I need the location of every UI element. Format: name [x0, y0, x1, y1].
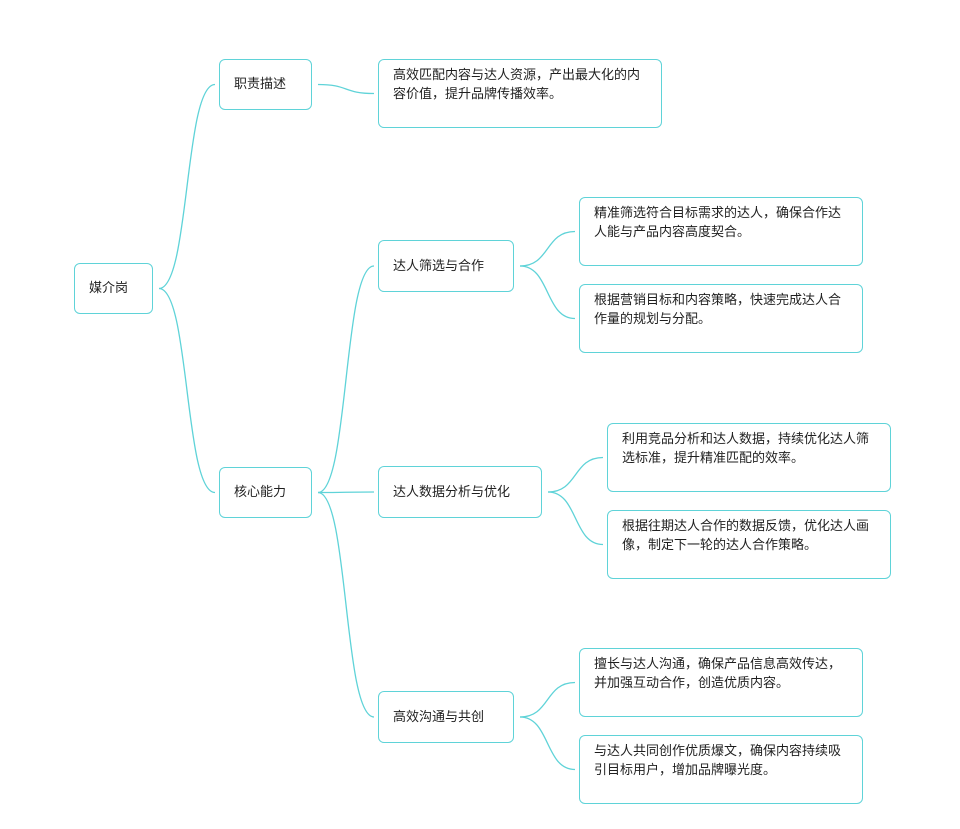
connector-core-to-comm — [317, 491, 375, 718]
detail-node-screening-1[interactable]: 精准筛选符合目标需求的达人，确保合作达人能与产品内容高度契合。 — [579, 197, 863, 266]
connector-comm-to-comm-2 — [519, 716, 576, 771]
subbranch-node-label: 高效沟通与共创 — [393, 709, 485, 725]
detail-node-communication-1[interactable]: 擅长与达人沟通，确保产品信息高效传达，并加强互动合作，创造优质内容。 — [579, 648, 863, 717]
root-node[interactable]: 媒介岗 — [74, 263, 153, 314]
detail-node-text: 根据营销目标和内容策略，快速完成达人合作量的规划与分配。 — [594, 293, 842, 327]
duty-description-text: 高效匹配内容与达人资源，产出最大化的内容价值，提升品牌传播效率。 — [393, 68, 641, 102]
connector-analysis-to-analysis-2 — [547, 491, 604, 546]
connector-root-to-duty — [158, 83, 216, 290]
detail-node-text: 擅长与达人沟通，确保产品信息高效传达，并加强互动合作，创造优质内容。 — [594, 657, 842, 691]
branch-node-duty[interactable]: 职责描述 — [219, 59, 312, 110]
subbranch-node-label: 达人数据分析与优化 — [393, 484, 511, 500]
detail-node-text: 精准筛选符合目标需求的达人，确保合作达人能与产品内容高度契合。 — [594, 206, 842, 240]
branch-node-label: 职责描述 — [234, 77, 287, 92]
connector-core-to-analysis — [317, 491, 375, 494]
subbranch-node-screening[interactable]: 达人筛选与合作 — [378, 240, 514, 292]
detail-node-communication-2[interactable]: 与达人共同创作优质爆文，确保内容持续吸引目标用户，增加品牌曝光度。 — [579, 735, 863, 804]
branch-node-label: 核心能力 — [234, 485, 287, 500]
connector-root-to-core — [158, 287, 216, 494]
detail-node-text: 利用竞品分析和达人数据，持续优化达人筛选标准，提升精准匹配的效率。 — [622, 432, 870, 466]
connector-analysis-to-analysis-1 — [547, 456, 604, 493]
connector-comm-to-comm-1 — [519, 681, 576, 718]
connector-duty-to-duty-desc — [317, 83, 375, 95]
detail-node-text: 根据往期达人合作的数据反馈，优化达人画像，制定下一轮的达人合作策略。 — [622, 519, 870, 553]
subbranch-node-communication[interactable]: 高效沟通与共创 — [378, 691, 514, 743]
connector-core-to-screening — [317, 265, 375, 494]
duty-description-node[interactable]: 高效匹配内容与达人资源，产出最大化的内容价值，提升品牌传播效率。 — [378, 59, 662, 128]
connector-screening-to-screening-2 — [519, 265, 576, 320]
connector-screening-to-screening-1 — [519, 230, 576, 267]
subbranch-node-analysis[interactable]: 达人数据分析与优化 — [378, 466, 542, 518]
detail-node-analysis-1[interactable]: 利用竞品分析和达人数据，持续优化达人筛选标准，提升精准匹配的效率。 — [607, 423, 891, 492]
branch-node-core[interactable]: 核心能力 — [219, 467, 312, 518]
detail-node-text: 与达人共同创作优质爆文，确保内容持续吸引目标用户，增加品牌曝光度。 — [594, 744, 842, 778]
detail-node-analysis-2[interactable]: 根据往期达人合作的数据反馈，优化达人画像，制定下一轮的达人合作策略。 — [607, 510, 891, 579]
detail-node-screening-2[interactable]: 根据营销目标和内容策略，快速完成达人合作量的规划与分配。 — [579, 284, 863, 353]
root-node-label: 媒介岗 — [89, 281, 129, 296]
subbranch-node-label: 达人筛选与合作 — [393, 258, 485, 274]
